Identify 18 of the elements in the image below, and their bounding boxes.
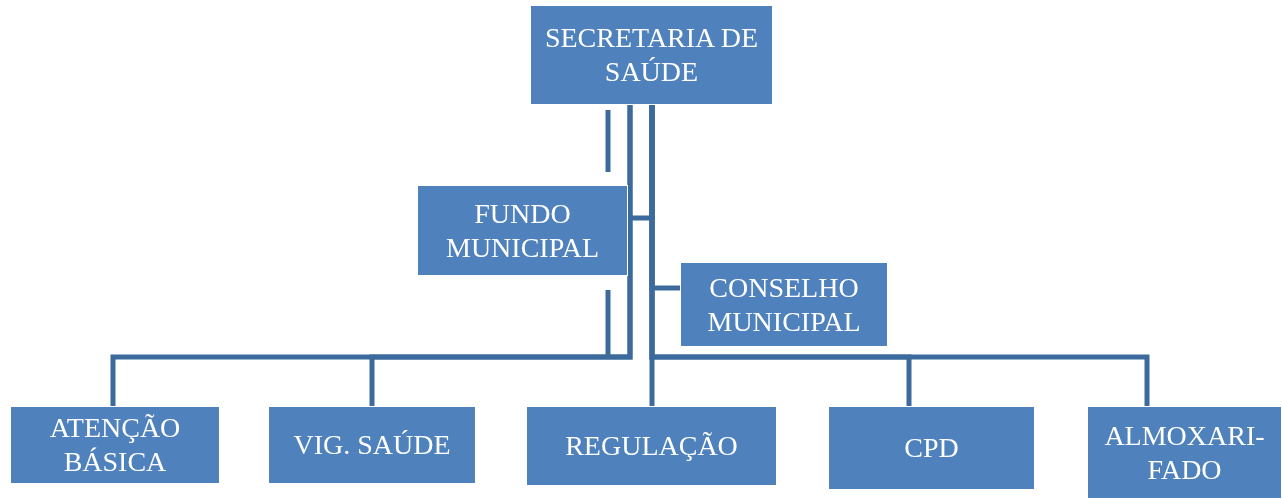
org-box bbox=[417, 185, 628, 276]
org-box bbox=[10, 406, 220, 484]
box-label: CONSELHO MUNICIPAL bbox=[706, 270, 862, 339]
org-box bbox=[530, 5, 773, 105]
connector-line bbox=[369, 105, 633, 406]
org-box bbox=[526, 406, 777, 486]
box-label: ATENÇÃO BÁSICA bbox=[48, 411, 182, 479]
org-box bbox=[828, 406, 1035, 490]
org-box bbox=[268, 406, 476, 484]
box-label: REGULAÇÃO bbox=[564, 429, 739, 463]
box-label: ALMOXARI-FADO bbox=[1103, 418, 1266, 487]
box-label: FUNDO MUNICIPAL bbox=[445, 196, 600, 265]
org-box bbox=[1087, 406, 1282, 499]
connector-line bbox=[649, 105, 1150, 406]
box-label: VIG. SAÚDE bbox=[292, 428, 452, 462]
org-box bbox=[680, 262, 888, 347]
box-label: SECRETARIA DE SAÚDE bbox=[543, 21, 760, 89]
box-label: CPD bbox=[903, 431, 960, 465]
